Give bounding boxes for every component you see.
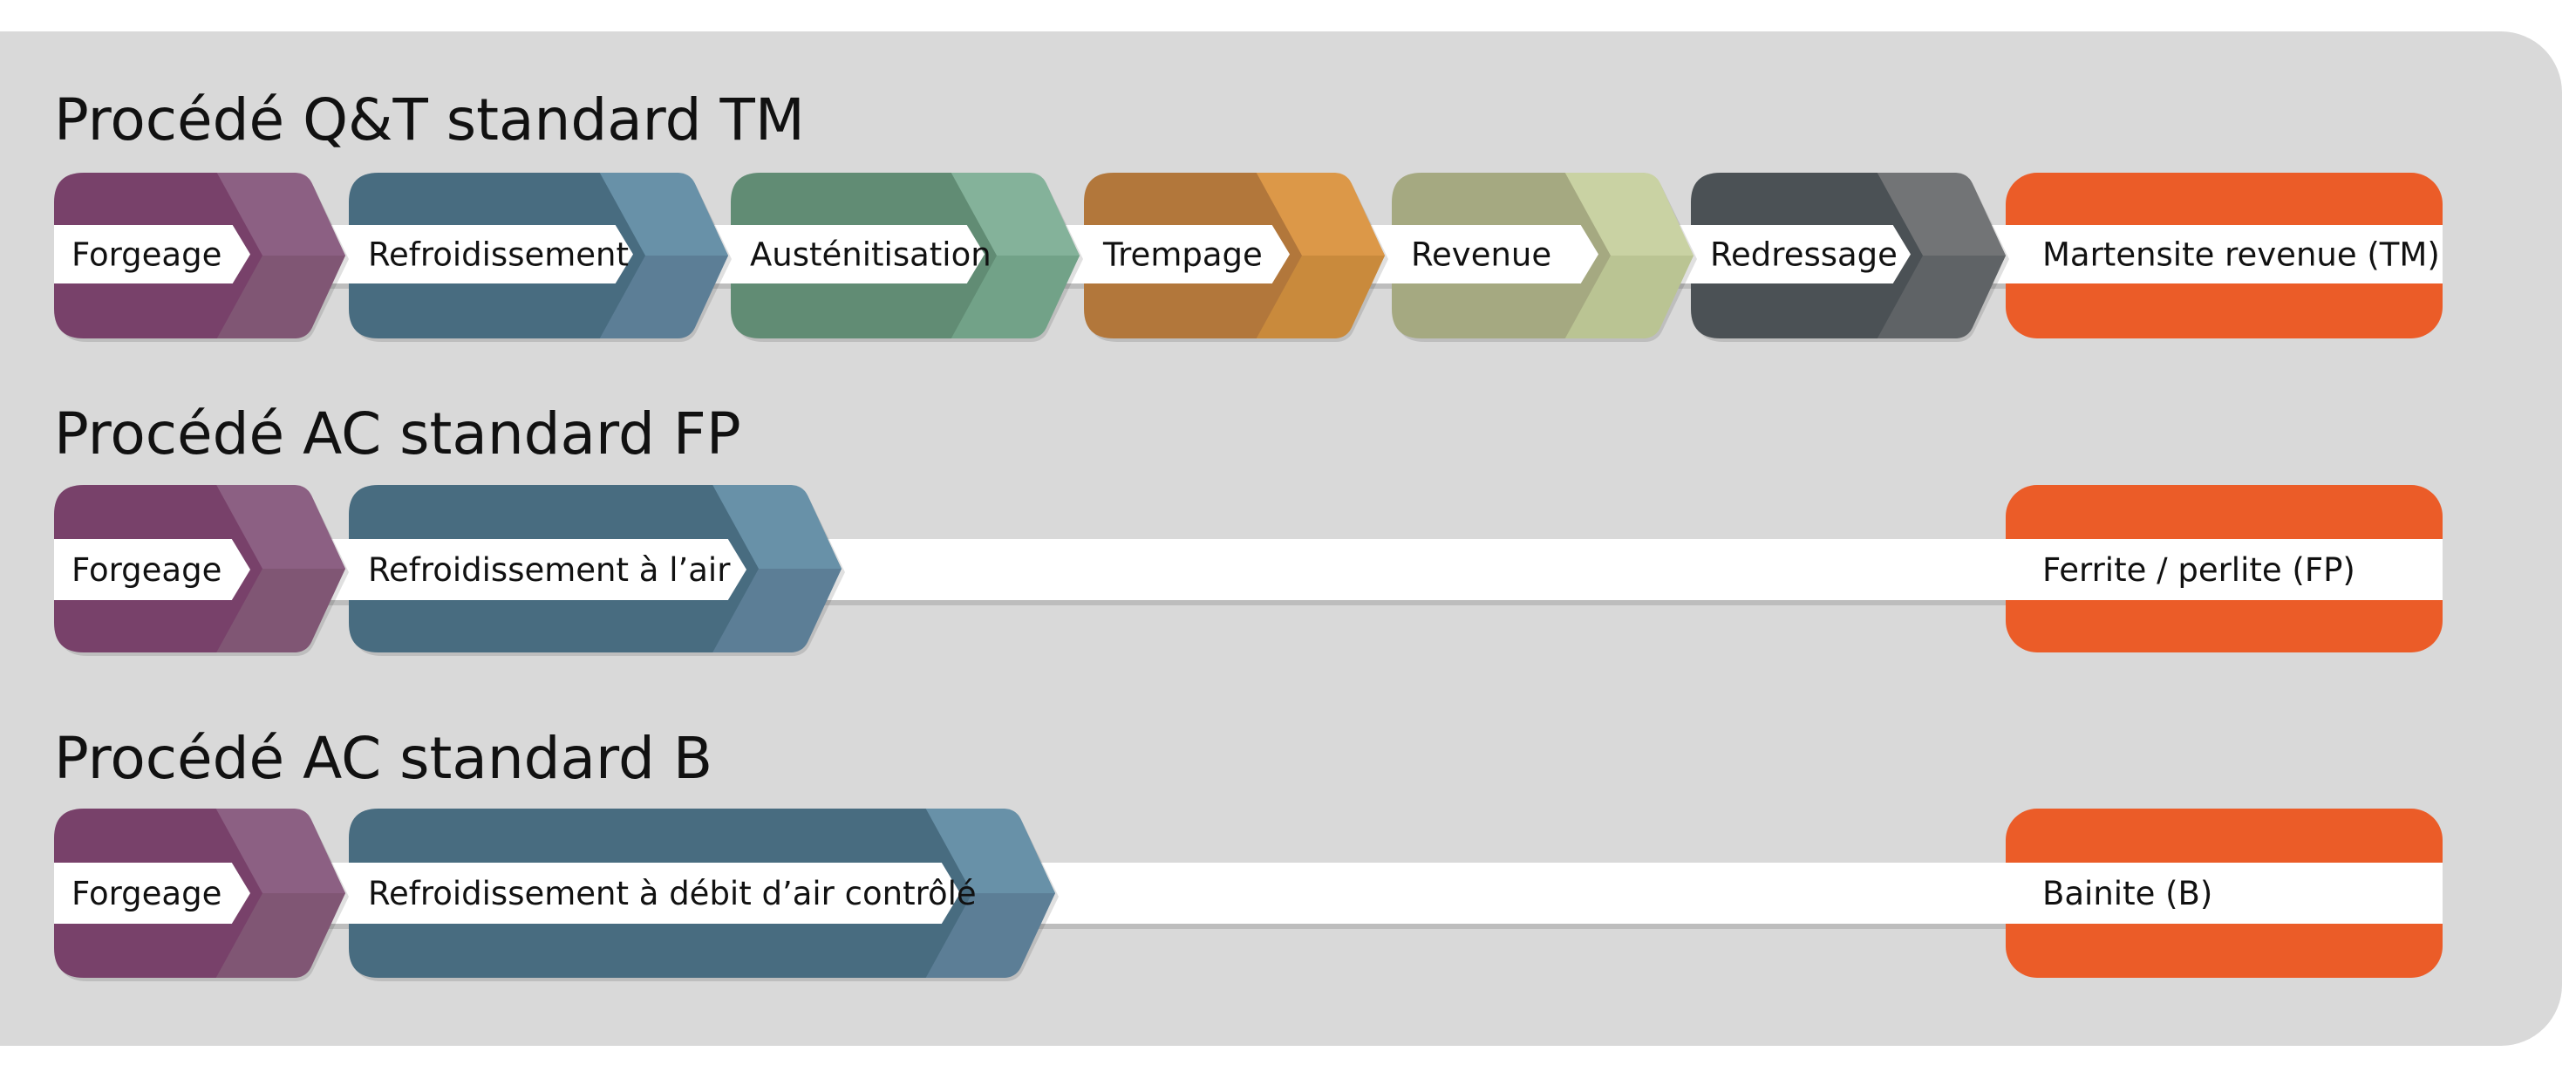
process-step: Revenue	[1392, 173, 1697, 342]
result-band	[2006, 539, 2443, 600]
step-band	[54, 539, 250, 600]
step-chevron-lower	[599, 256, 728, 338]
step-band	[731, 225, 985, 283]
step-chevron-upper	[712, 485, 842, 569]
process-step: Refroidissement à débit d’air contrôlé	[349, 809, 1059, 981]
step-chevron-lower	[1564, 256, 1693, 338]
step-label: Refroidissement	[368, 236, 629, 274]
step-label: Revenue	[1411, 236, 1551, 274]
step-chevron-upper	[599, 173, 728, 256]
step-band	[1691, 225, 1911, 283]
process-step: Refroidissement	[349, 173, 732, 342]
step-chevron-upper	[1256, 173, 1385, 256]
step-band	[349, 225, 633, 283]
step-chevron-upper	[215, 809, 345, 893]
result-band	[2006, 863, 2443, 924]
step-band	[1392, 225, 1598, 283]
process-step: Forgeage	[54, 485, 349, 656]
process-step: Refroidissement à l’air	[349, 485, 845, 656]
process-title: Procédé Q&T standard TM	[54, 86, 805, 154]
result-label: Ferrite / perlite (FP)	[2042, 551, 2355, 589]
step-label: Refroidissement à débit d’air contrôlé	[368, 875, 977, 912]
result-box: Martensite revenue (TM)	[2006, 173, 2443, 338]
process-title: Procédé AC standard B	[54, 725, 712, 792]
step-chevron-lower	[216, 569, 345, 652]
process-row: Procédé AC standard B Bainite (B) Refroidi…	[54, 725, 2443, 981]
result-box: Bainite (B)	[2006, 809, 2443, 978]
process-step: Austénitisation	[731, 173, 1083, 342]
result-label: Bainite (B)	[2042, 875, 2212, 912]
step-label: Forgeage	[72, 875, 221, 912]
step-chevron-upper	[925, 809, 1055, 893]
step-label: Austénitisation	[750, 236, 992, 274]
step-label: Trempage	[1102, 236, 1263, 274]
result-band	[2006, 225, 2443, 283]
step-label: Redressage	[1710, 236, 1898, 274]
step-label: Forgeage	[72, 551, 221, 589]
step-band	[54, 225, 250, 283]
process-row: Procédé AC standard FP Ferrite / perlite …	[54, 400, 2443, 656]
process-step: Forgeage	[54, 173, 349, 342]
step-chevron-upper	[216, 485, 345, 569]
step-chevron-lower	[215, 893, 345, 978]
step-label: Forgeage	[72, 236, 221, 274]
step-chevron-lower	[925, 893, 1055, 978]
step-chevron-upper	[1877, 173, 2006, 256]
step-band	[349, 863, 960, 924]
step-chevron-upper	[951, 173, 1080, 256]
step-chevron-upper	[216, 173, 345, 256]
process-step: Redressage	[1691, 173, 2009, 342]
step-chevron-lower	[1877, 256, 2006, 338]
process-step: Trempage	[1084, 173, 1388, 342]
result-box: Ferrite / perlite (FP)	[2006, 485, 2443, 652]
result-label: Martensite revenue (TM)	[2042, 236, 2440, 274]
step-chevron-lower	[951, 256, 1080, 338]
step-chevron-upper	[1564, 173, 1693, 256]
process-title: Procédé AC standard FP	[54, 400, 741, 468]
step-label: Refroidissement à l’air	[368, 551, 731, 589]
step-chevron-lower	[216, 256, 345, 338]
step-chevron-lower	[712, 569, 842, 652]
process-row: Procédé Q&T standard TM Martensite revenu…	[54, 86, 2443, 342]
step-band	[1084, 225, 1290, 283]
step-chevron-lower	[1256, 256, 1385, 338]
step-band	[349, 539, 746, 600]
process-step: Forgeage	[54, 809, 349, 981]
step-band	[54, 863, 250, 924]
